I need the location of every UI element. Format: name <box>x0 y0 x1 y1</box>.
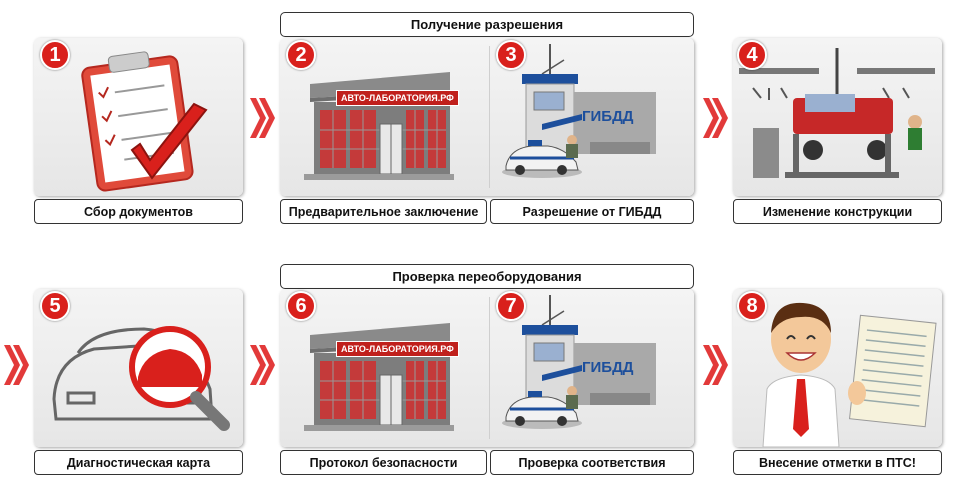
step-caption: Предварительное заключение <box>280 199 487 224</box>
clipboard-checklist-icon <box>81 51 208 192</box>
chevron-arrow-icon <box>4 345 29 385</box>
step-caption: Диагностическая карта <box>34 450 243 475</box>
group-label-top: Получение разрешения <box>280 12 694 37</box>
group-label-bottom: Проверка переоборудования <box>280 264 694 289</box>
chevron-arrow-icon <box>250 98 275 138</box>
step-badge: 7 <box>496 291 526 321</box>
step-card-4: 4 <box>733 38 942 196</box>
step-badge: 5 <box>40 291 70 321</box>
chevron-arrow-icon <box>703 98 728 138</box>
step-badge: 1 <box>40 40 70 70</box>
step-card-pair-bottom: АВТО-ЛАБОРАТОРИЯ.РФ ГИБДД 6 7 <box>280 289 694 447</box>
step-badge: 2 <box>286 40 316 70</box>
step-badge: 3 <box>496 40 526 70</box>
car-workshop-icon <box>739 48 935 178</box>
step-card-8: 8 <box>733 289 942 447</box>
step-card-pair-top: АВТО-ЛАБОРАТОРИЯ.РФ ГИБДД 2 3 <box>280 38 694 196</box>
step-caption: Проверка соответствия <box>490 450 694 475</box>
chevron-arrow-icon <box>250 345 275 385</box>
happy-man-document-icon <box>762 302 937 447</box>
brand-sign: АВТО-ЛАБОРАТОРИЯ.РФ <box>336 90 459 106</box>
step-caption: Сбор документов <box>34 199 243 224</box>
step-card-5: 5 <box>34 289 243 447</box>
step-badge: 4 <box>737 40 767 70</box>
step-badge: 6 <box>286 291 316 321</box>
step-caption: Протокол безопасности <box>280 450 487 475</box>
chevron-arrow-icon <box>703 345 728 385</box>
step-caption: Изменение конструкции <box>733 199 942 224</box>
step-badge: 8 <box>737 291 767 321</box>
car-magnifier-icon <box>52 326 230 431</box>
brand-sign: АВТО-ЛАБОРАТОРИЯ.РФ <box>336 341 459 357</box>
laboratory-building-icon <box>303 322 455 432</box>
step-caption: Внесение отметки в ПТС! <box>733 450 942 475</box>
gibdd-sign: ГИБДД <box>582 359 634 376</box>
gibdd-sign: ГИБДД <box>582 108 634 125</box>
laboratory-building-icon <box>303 71 455 181</box>
step-caption: Разрешение от ГИБДД <box>490 199 694 224</box>
step-card-1: 1 <box>34 38 243 196</box>
